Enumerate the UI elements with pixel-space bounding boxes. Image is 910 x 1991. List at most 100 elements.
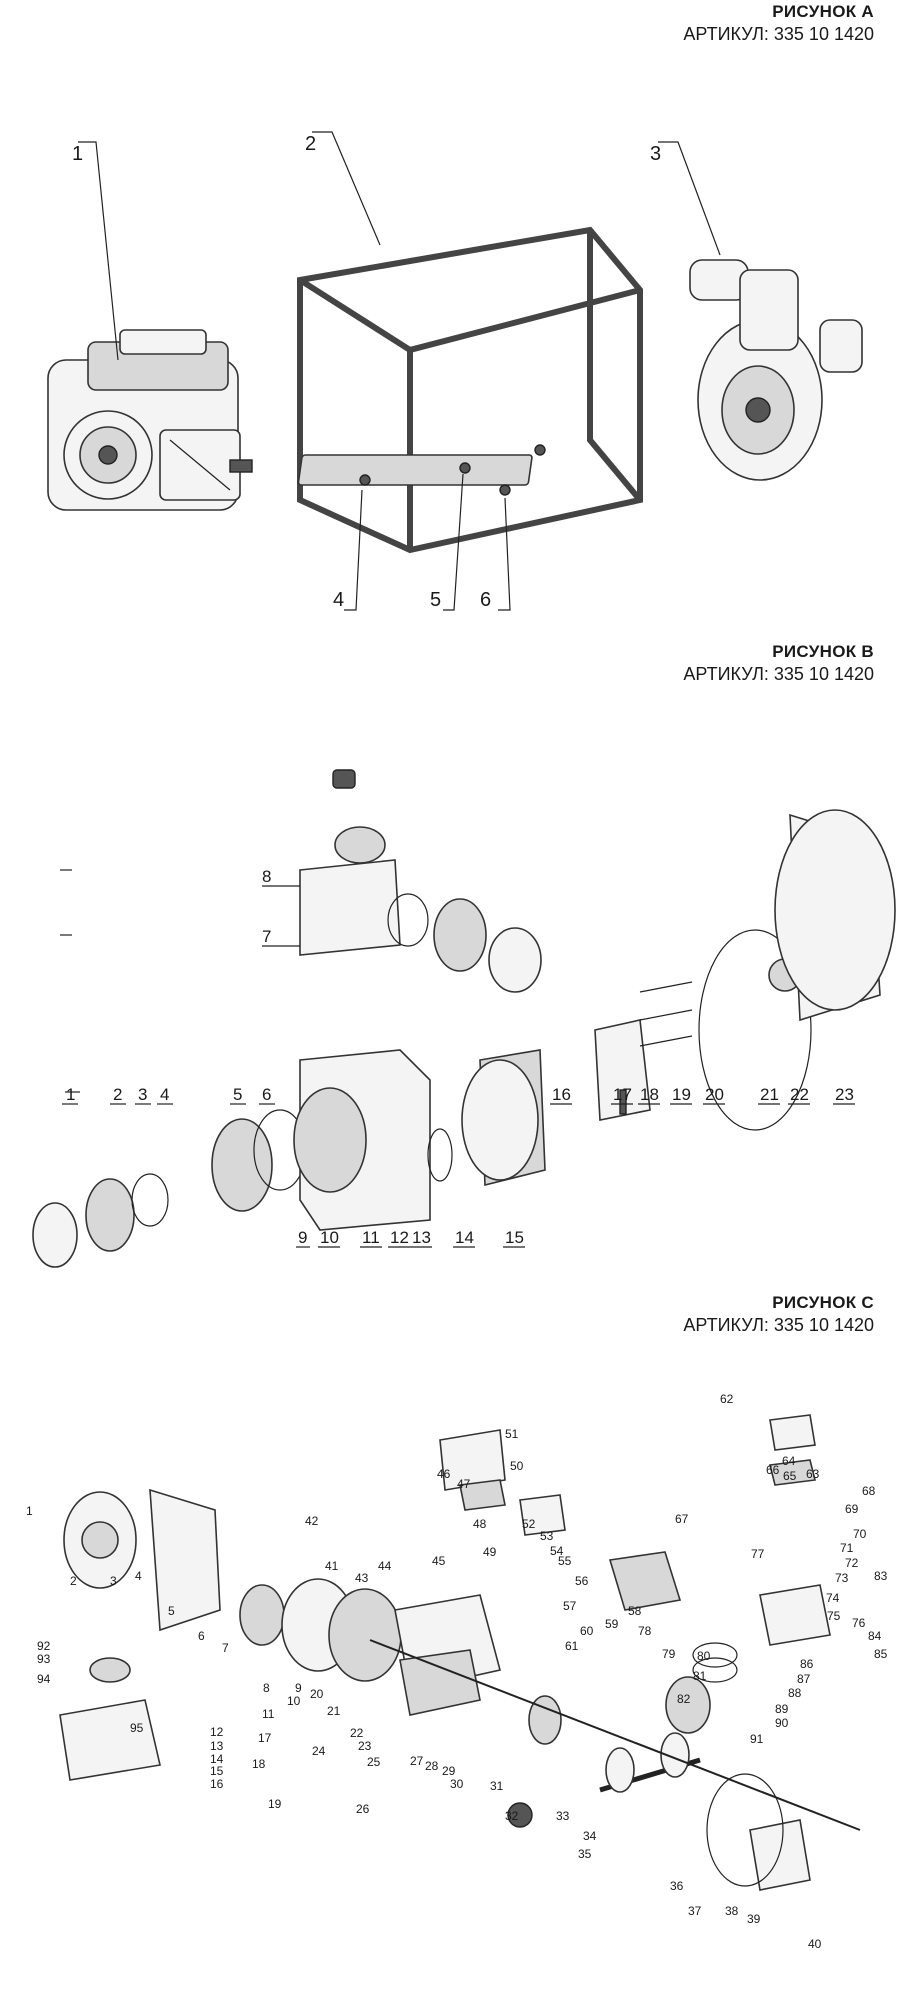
callout-c-39: 39 — [747, 1912, 761, 1926]
callout-c-94: 94 — [37, 1672, 51, 1686]
callout-c-62: 62 — [720, 1392, 734, 1406]
callout-c-42: 42 — [305, 1514, 319, 1528]
callout-c-13: 13 — [210, 1739, 224, 1753]
callout-b-22: 22 — [790, 1085, 809, 1104]
callout-c-16: 16 — [210, 1777, 224, 1791]
figure-a-title: РИСУНОК А — [772, 2, 874, 21]
callout-b-15: 15 — [505, 1228, 524, 1247]
callout-c-51: 51 — [505, 1427, 519, 1441]
callout-c-56: 56 — [575, 1574, 589, 1588]
callout-c-11: 11 — [262, 1707, 275, 1721]
figure-c-header: РИСУНОК C АРТИКУЛ: 335 10 1420 — [683, 1293, 874, 1336]
callout-c-8: 8 — [263, 1681, 270, 1695]
callout-c-49: 49 — [483, 1545, 497, 1559]
callout-c-53: 53 — [540, 1529, 554, 1543]
callout-a-2: 2 — [305, 133, 316, 155]
callout-a-1: 1 — [72, 143, 83, 165]
callout-c-68: 68 — [862, 1484, 876, 1498]
callout-c-10: 10 — [287, 1694, 301, 1708]
callout-c-1: 1 — [26, 1504, 33, 1518]
callout-c-43: 43 — [355, 1571, 369, 1585]
figure-a-header: РИСУНОК А АРТИКУЛ: 335 10 1420 — [683, 2, 874, 45]
callout-c-41: 41 — [325, 1559, 339, 1573]
figure-a-diagram: 1 2 3 4 5 6 — [47, 131, 863, 611]
callout-b-5: 5 — [233, 1085, 242, 1104]
callout-c-67: 67 — [675, 1512, 689, 1526]
callout-c-81: 81 — [693, 1669, 707, 1683]
callout-c-70: 70 — [853, 1527, 867, 1541]
callout-c-30: 30 — [450, 1777, 464, 1791]
callout-b-16: 16 — [552, 1085, 571, 1104]
callout-b-1: 1 — [66, 1085, 75, 1104]
callout-c-89: 89 — [775, 1702, 789, 1716]
callout-c-4: 4 — [135, 1569, 142, 1583]
callout-c-69: 69 — [845, 1502, 859, 1516]
callout-c-18: 18 — [252, 1757, 266, 1771]
callout-c-74: 74 — [826, 1591, 840, 1605]
callout-b-4: 4 — [160, 1085, 169, 1104]
callout-c-46: 46 — [437, 1467, 451, 1481]
callout-c-75: 75 — [827, 1609, 841, 1623]
callout-c-21: 21 — [327, 1704, 341, 1718]
callout-c-73: 73 — [835, 1571, 849, 1585]
callout-c-40: 40 — [808, 1937, 822, 1951]
callout-c-52: 52 — [522, 1517, 536, 1531]
callout-c-29: 29 — [442, 1764, 456, 1778]
callout-b-2: 2 — [113, 1085, 122, 1104]
callout-b-3: 3 — [138, 1085, 147, 1104]
callout-b-8: 8 — [262, 867, 271, 886]
callout-c-83: 83 — [874, 1569, 888, 1583]
callout-b-7: 7 — [262, 927, 271, 946]
callout-c-17: 17 — [258, 1731, 272, 1745]
callout-b-11: 11 — [362, 1228, 380, 1247]
callout-c-19: 19 — [268, 1797, 282, 1811]
callout-c-76: 76 — [852, 1616, 866, 1630]
callout-c-60: 60 — [580, 1624, 594, 1638]
callout-c-58: 58 — [628, 1604, 642, 1618]
callout-c-87: 87 — [797, 1672, 811, 1686]
callout-c-33: 33 — [556, 1809, 570, 1823]
callout-c-20: 20 — [310, 1687, 324, 1701]
callout-c-66: 66 — [766, 1463, 780, 1477]
pump-exploded-illustration — [32, 769, 896, 1268]
callout-a-4: 4 — [333, 589, 344, 611]
callout-c-27: 27 — [410, 1754, 424, 1768]
callout-c-72: 72 — [845, 1556, 859, 1570]
callout-c-37: 37 — [688, 1904, 702, 1918]
callout-c-82: 82 — [677, 1692, 691, 1706]
figure-b-article: АРТИКУЛ: 335 10 1420 — [683, 664, 874, 684]
callout-c-22: 22 — [350, 1726, 364, 1740]
callout-c-44: 44 — [378, 1559, 392, 1573]
callout-c-12: 12 — [210, 1725, 224, 1739]
callout-c-5: 5 — [168, 1604, 175, 1618]
callout-c-38: 38 — [725, 1904, 739, 1918]
callout-c-31: 31 — [490, 1779, 504, 1793]
callout-c-14: 14 — [210, 1752, 224, 1766]
callout-b-12: 12 — [390, 1228, 409, 1247]
callout-c-45: 45 — [432, 1554, 446, 1568]
callout-c-9: 9 — [295, 1681, 302, 1695]
callout-b-9: 9 — [298, 1228, 307, 1247]
callout-c-79: 79 — [662, 1647, 676, 1661]
callout-c-64: 64 — [782, 1454, 796, 1468]
callout-c-61: 61 — [565, 1639, 579, 1653]
engine-exploded-illustration — [59, 1414, 861, 1891]
callout-b-21: 21 — [760, 1085, 779, 1104]
callout-c-3: 3 — [110, 1574, 117, 1588]
callout-c-35: 35 — [578, 1847, 592, 1861]
callout-b-18: 18 — [640, 1085, 659, 1104]
callout-c-36: 36 — [670, 1879, 684, 1893]
pump-illustration — [689, 259, 863, 481]
callout-c-28: 28 — [425, 1759, 439, 1773]
callout-c-71: 71 — [840, 1541, 854, 1555]
callout-c-91: 91 — [750, 1732, 764, 1746]
frame-illustration — [297, 226, 643, 554]
callout-b-19: 19 — [672, 1085, 691, 1104]
figure-b-title: РИСУНОК B — [772, 642, 874, 661]
callout-b-23: 23 — [835, 1085, 854, 1104]
callout-c-90: 90 — [775, 1716, 789, 1730]
callout-b-13: 13 — [412, 1228, 431, 1247]
callout-c-86: 86 — [800, 1657, 814, 1671]
callout-c-85: 85 — [874, 1647, 888, 1661]
